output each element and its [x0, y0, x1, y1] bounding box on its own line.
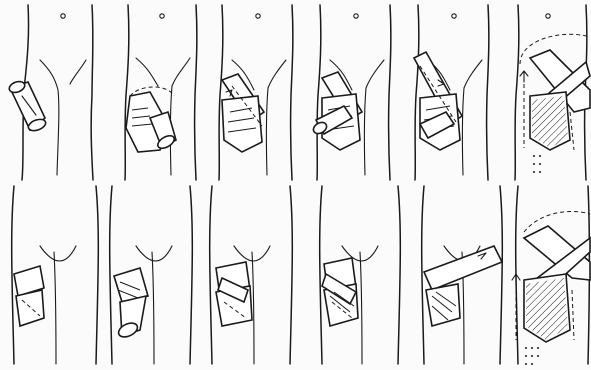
navel-mark [546, 14, 550, 18]
body-right-outline [389, 5, 391, 180]
bandage-wrap [414, 52, 462, 150]
leg-split [252, 252, 254, 364]
front-panel-5 [414, 5, 489, 180]
body-right-outline [500, 186, 502, 364]
groin-line-right [364, 60, 384, 175]
body-right-outline [91, 5, 93, 180]
body-right-outline [290, 186, 292, 364]
body-right-outline [190, 186, 192, 364]
body-left-outline [317, 5, 321, 180]
bandage-wrap [512, 226, 590, 342]
bandage-wrap [126, 92, 176, 152]
navel-mark [452, 14, 456, 18]
body-left-outline [110, 186, 112, 364]
front-panel-4 [311, 5, 390, 180]
front-panel-2 [125, 5, 197, 180]
body-right-outline [487, 5, 489, 180]
gluteal-curve [40, 246, 76, 261]
navel-mark [354, 14, 358, 18]
back-panel-3 [210, 186, 293, 364]
back-panel-4 [320, 186, 401, 364]
bandage-roll [8, 80, 47, 133]
body-left-outline [125, 5, 129, 180]
body-left-outline [515, 5, 519, 180]
front-panel-6 [515, 5, 590, 180]
body-left-outline [320, 186, 322, 364]
bandage-wrap [216, 262, 252, 326]
body-right-outline [291, 5, 293, 180]
leg-split [360, 252, 362, 364]
navel-mark [160, 14, 164, 18]
front-panel-1 [8, 5, 93, 180]
front-panel-3 [219, 5, 293, 180]
leg-split [152, 252, 154, 364]
bandage-wrap [14, 266, 44, 326]
bandage-wrap [222, 74, 264, 152]
motion-dots [525, 347, 539, 365]
groin-line-right [266, 60, 286, 175]
back-panel-5 [422, 186, 503, 364]
bandage-wrap [520, 50, 590, 150]
body-left-outline [210, 186, 212, 364]
groin-line-right [170, 58, 190, 175]
body-right-outline [398, 186, 400, 364]
back-panel-2 [110, 186, 193, 364]
body-right-outline [96, 186, 98, 364]
bandage-wrap [322, 258, 358, 326]
gluteal-curve [136, 246, 172, 261]
bandage-path-dashed [524, 211, 590, 232]
body-left-outline [422, 186, 424, 364]
leg-split [54, 252, 56, 364]
back-panel-6 [512, 186, 590, 365]
back-panel-1 [12, 186, 99, 364]
navel-mark [256, 14, 260, 18]
bandage-wrap [114, 268, 148, 340]
body-left-outline [415, 5, 419, 180]
groin-line-right [462, 60, 482, 175]
groin-line-right [70, 60, 86, 84]
body-right-outline [195, 5, 197, 180]
body-left-outline [219, 5, 223, 180]
motion-dots [533, 155, 541, 173]
groin-line [136, 58, 158, 86]
navel-mark [61, 14, 65, 18]
